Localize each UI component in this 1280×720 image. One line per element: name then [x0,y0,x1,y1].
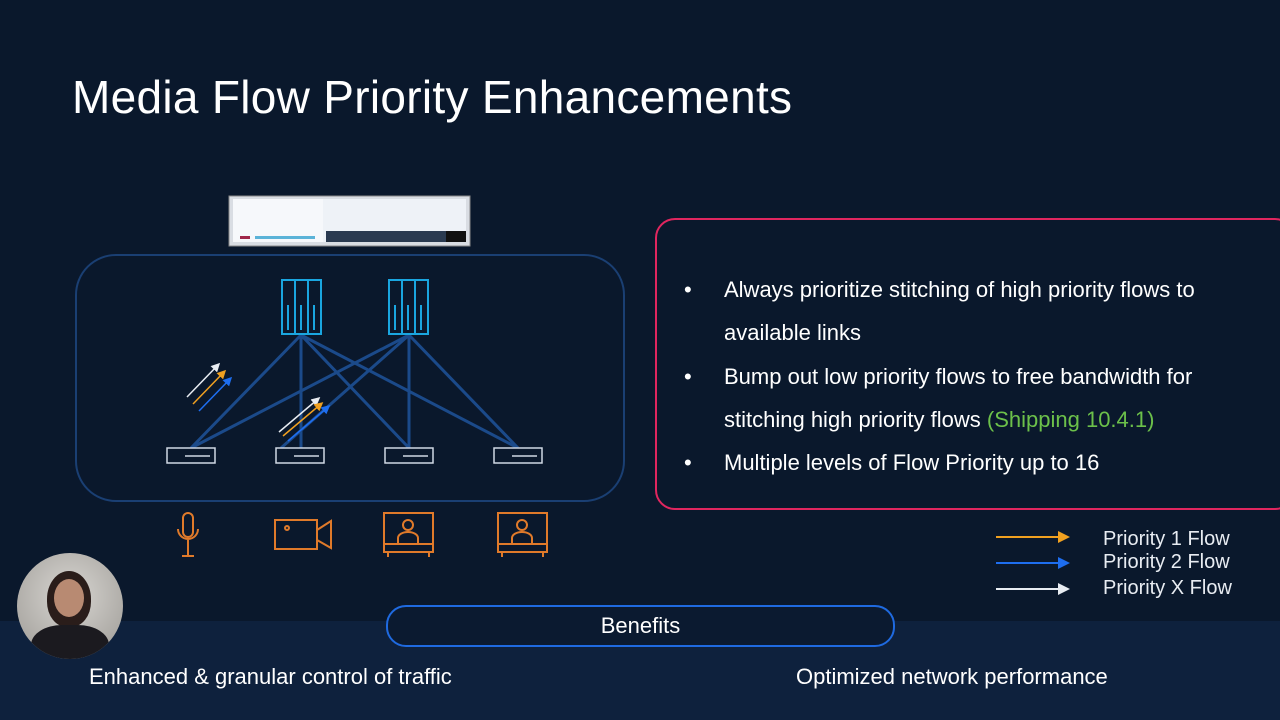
legend-label-priority-1: Priority 1 Flow [1103,528,1230,550]
leaf-switches [166,447,543,464]
flow-arrows [186,362,331,442]
shipping-version: (Shipping 10.4.1) [986,407,1155,432]
leaf-switch-icon [166,447,216,464]
video-endpoint-icon [497,512,548,557]
video-endpoint-icon [383,512,434,557]
spine-switch-icon [388,279,429,335]
benefit-network-performance: Optimized network performance [796,664,1108,689]
legend-label-priority-x: Priority X Flow [1103,577,1232,599]
presenter-video [17,553,123,659]
leaf-switch-icon [275,447,325,464]
fabric-links [189,333,520,450]
microphone-icon [177,512,199,557]
spine-switch-icon [281,279,322,335]
key-points-panel: • Always prioritize stitching of high pr… [655,218,1280,510]
legend-arrows [996,531,1070,595]
leaf-switch-icon [493,447,543,464]
benefits-heading: Benefits [386,605,895,647]
fabric-container [75,254,625,502]
slide-title: Media Flow Priority Enhancements [72,71,793,123]
legend-label-priority-2: Priority 2 Flow [1103,551,1230,573]
benefit-traffic-control: Enhanced & granular control of traffic [89,664,452,689]
monitor-screenshot [228,195,471,247]
camera-icon [274,519,332,550]
leaf-switch-icon [384,447,434,464]
